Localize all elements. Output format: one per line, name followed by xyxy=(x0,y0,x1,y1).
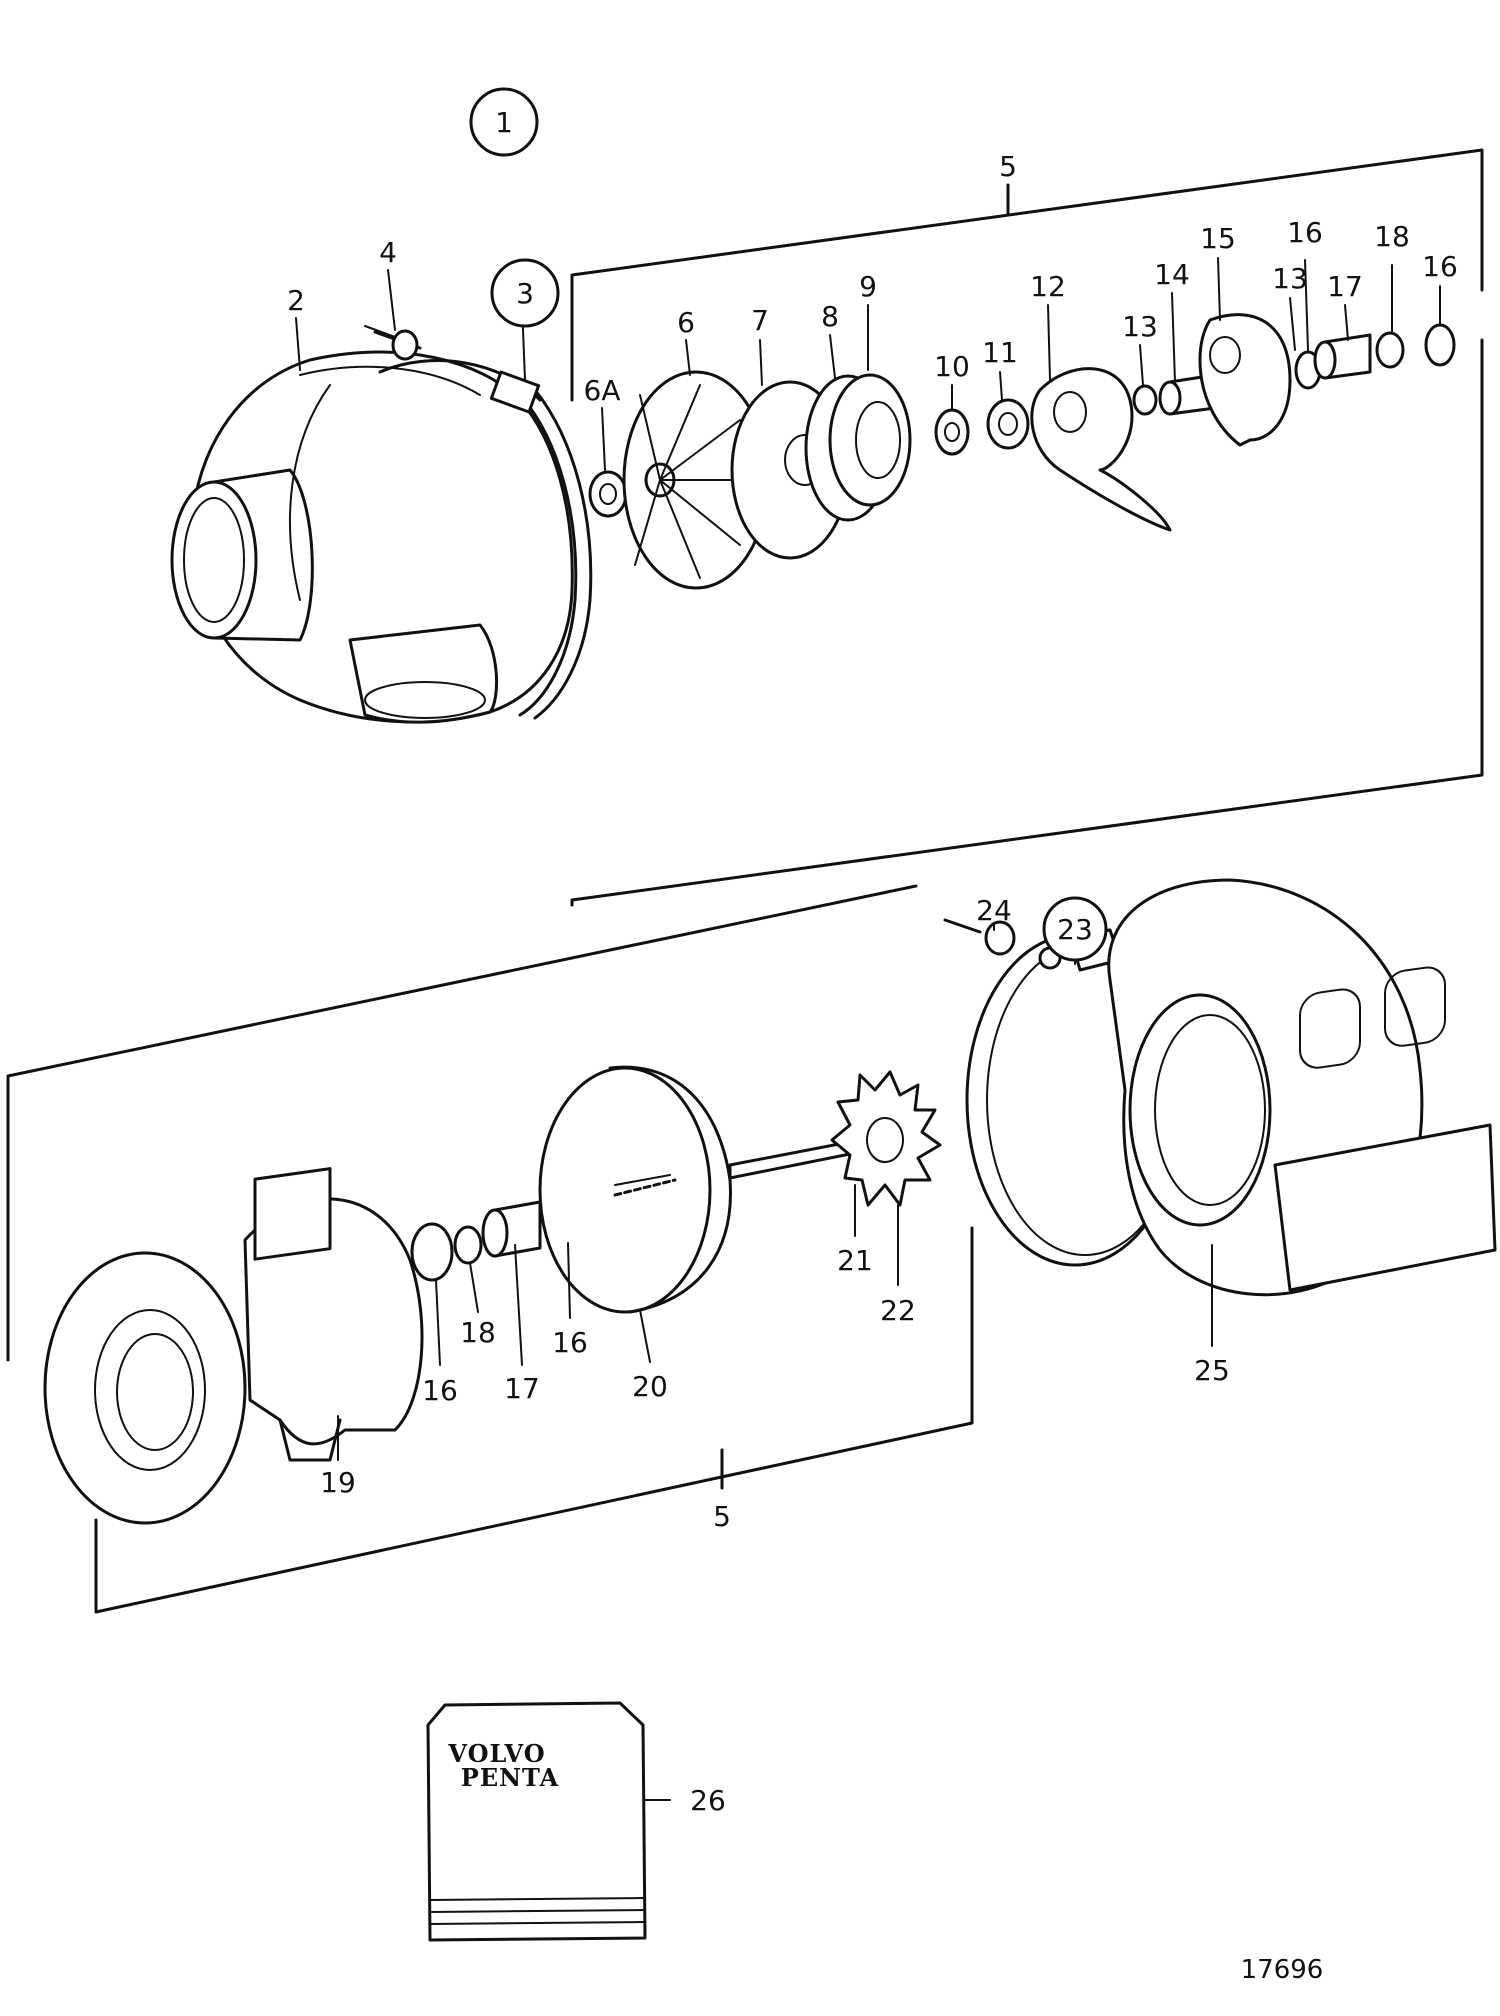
label-part-6a: 6A xyxy=(584,374,621,407)
label-part-17-bottom: 17 xyxy=(504,1372,540,1405)
label-part-13-b: 13 xyxy=(1272,262,1308,295)
label-part-23: 23 xyxy=(1057,913,1093,946)
nut-6a xyxy=(588,470,628,518)
ring-18-bottom xyxy=(453,1225,483,1265)
seal-rings xyxy=(804,373,912,522)
label-part-16-bottom-a: 16 xyxy=(422,1374,458,1407)
thrust-plate xyxy=(1030,367,1172,532)
label-part-5-bottom: 5 xyxy=(713,1500,731,1533)
label-part-7: 7 xyxy=(751,304,769,337)
label-part-2: 2 xyxy=(287,284,305,317)
bearing-housing xyxy=(43,1167,424,1525)
label-part-6: 6 xyxy=(677,306,695,339)
label-part-18-top: 18 xyxy=(1374,220,1410,253)
ring-13 xyxy=(1132,384,1158,416)
compressor-housing xyxy=(170,350,593,724)
label-part-15: 15 xyxy=(1200,222,1236,255)
label-part-22: 22 xyxy=(880,1294,916,1327)
seal-plate xyxy=(1198,313,1292,447)
thrust-collar-11 xyxy=(986,398,1030,450)
label-part-4: 4 xyxy=(379,236,397,269)
bearing-17-top xyxy=(1313,333,1372,380)
label-part-5-top: 5 xyxy=(999,150,1017,183)
circlip-16-bottom-a xyxy=(410,1222,454,1282)
bracket-bottom-assembly xyxy=(6,884,974,1614)
label-part-21: 21 xyxy=(837,1244,873,1277)
turbine-wheel xyxy=(830,1070,942,1207)
group-callout-1: 1 xyxy=(469,87,539,157)
heat-shield xyxy=(538,1065,732,1314)
group-label: 1 xyxy=(495,106,513,139)
brand-volvo: VOLVO xyxy=(447,1739,545,1768)
label-part-9: 9 xyxy=(859,270,877,303)
label-part-14: 14 xyxy=(1154,258,1190,291)
label-part-25: 25 xyxy=(1194,1354,1230,1387)
label-part-3: 3 xyxy=(516,277,534,310)
label-part-17-top: 17 xyxy=(1327,270,1363,303)
label-part-8: 8 xyxy=(821,300,839,333)
label-part-16-top-b: 16 xyxy=(1422,250,1458,283)
figure-number: 17696 xyxy=(1241,1955,1324,1985)
washer-10 xyxy=(934,408,970,456)
label-part-18-bottom: 18 xyxy=(460,1316,496,1349)
label-part-10: 10 xyxy=(934,350,970,383)
callout-23: 23 xyxy=(1042,896,1108,962)
brand-penta: PENTA xyxy=(461,1763,559,1792)
leader-lines-top xyxy=(295,257,1441,471)
label-part-24: 24 xyxy=(976,894,1012,927)
ring-18-top xyxy=(1375,331,1405,369)
label-part-12: 12 xyxy=(1030,270,1066,303)
compressor-wheel xyxy=(622,370,770,590)
label-part-13-a: 13 xyxy=(1122,310,1158,343)
clamp-compressor xyxy=(364,325,542,414)
label-part-16-top-a: 16 xyxy=(1287,216,1323,249)
turbine-housing xyxy=(1107,878,1497,1297)
leader-lines-bottom xyxy=(337,924,1213,1461)
label-part-16-bottom-b: 16 xyxy=(552,1326,588,1359)
bearing-17-bottom xyxy=(481,1200,542,1258)
label-part-11: 11 xyxy=(982,336,1018,369)
label-part-20: 20 xyxy=(632,1370,668,1403)
label-part-19: 19 xyxy=(320,1466,356,1499)
kit-bag: VOLVO PENTA xyxy=(426,1701,671,1942)
circlip-16-top-b xyxy=(1424,323,1456,367)
callout-3: 3 xyxy=(490,258,560,328)
bracket-top-assembly xyxy=(570,148,1484,907)
label-part-26: 26 xyxy=(690,1784,726,1817)
